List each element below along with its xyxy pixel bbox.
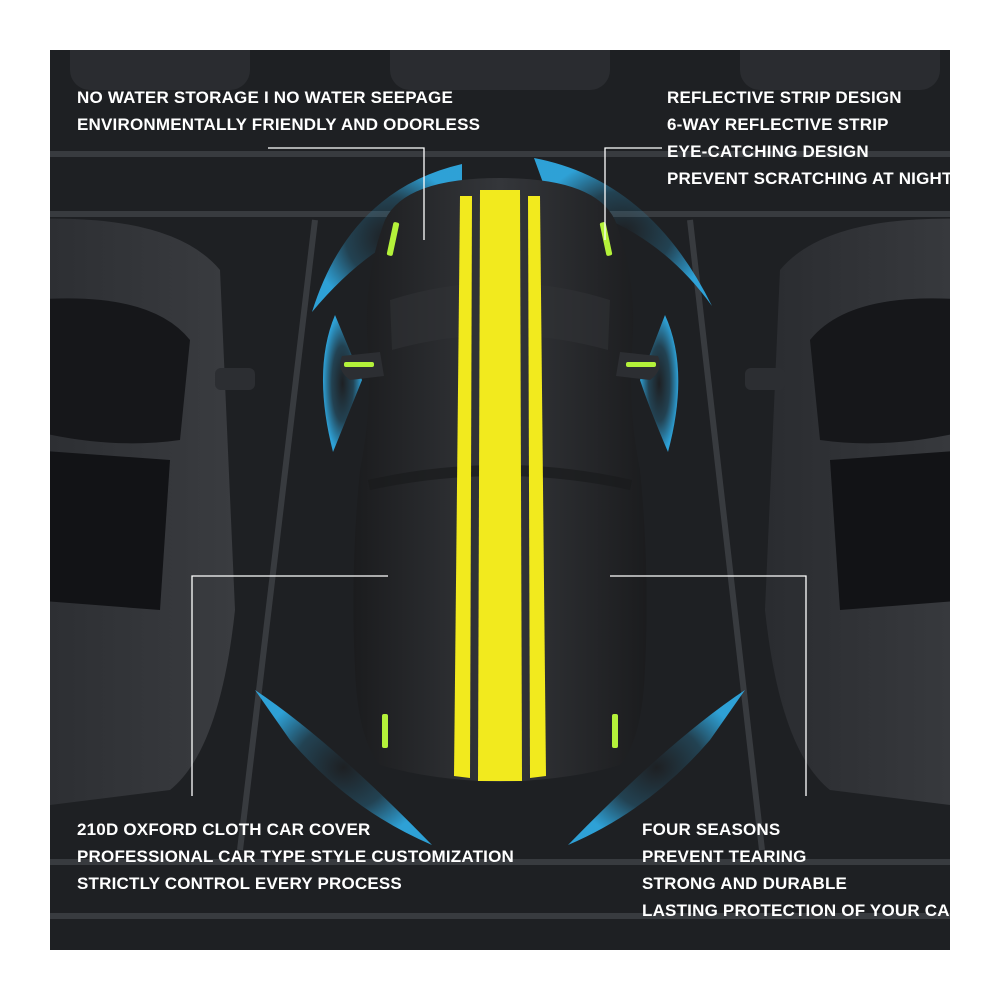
racing-stripes [454,190,546,781]
feature-line: NO WATER STORAGE I NO WATER SEEPAGE [77,88,453,107]
feature-line: 210D OXFORD CLOTH CAR COVER [77,820,371,839]
neighbor-cars-top [70,50,940,90]
neighbor-car-right [745,218,950,805]
feature-list-durability: FOUR SEASONS PREVENT TEARING STRONG AND … [642,816,950,924]
feature-line: LASTING PROTECTION OF YOUR CAR [642,901,950,920]
feature-line: EYE-CATCHING DESIGN [667,142,869,161]
feature-line: PREVENT SCRATCHING AT NIGHT [667,169,950,188]
feature-list-water: NO WATER STORAGE I NO WATER SEEPAGE ENVI… [77,84,480,138]
feature-list-reflective: REFLECTIVE STRIP DESIGN 6-WAY REFLECTIVE… [667,84,950,192]
feature-line: FOUR SEASONS [642,820,781,839]
feature-line: REFLECTIVE STRIP DESIGN [667,88,902,107]
feature-line: 6-WAY REFLECTIVE STRIP [667,115,889,134]
reflective-strip-icon [344,222,656,748]
parking-lines [50,151,950,919]
feature-line: ENVIRONMENTALLY FRIENDLY AND ODORLESS [77,115,481,134]
feature-line: STRICTLY CONTROL EVERY PROCESS [77,874,402,893]
feature-list-material: 210D OXFORD CLOTH CAR COVER PROFESSIONAL… [77,816,514,897]
neighbor-car-left [50,218,255,805]
feature-line: PREVENT TEARING [642,847,807,866]
car-cover-illustration [50,50,950,919]
callout-line [191,147,807,796]
feature-line: STRONG AND DURABLE [642,874,848,893]
feature-line: PROFESSIONAL CAR TYPE STYLE CUSTOMIZATIO… [77,847,515,866]
product-banner: NO WATER STORAGE I NO WATER SEEPAGE ENVI… [50,50,950,950]
